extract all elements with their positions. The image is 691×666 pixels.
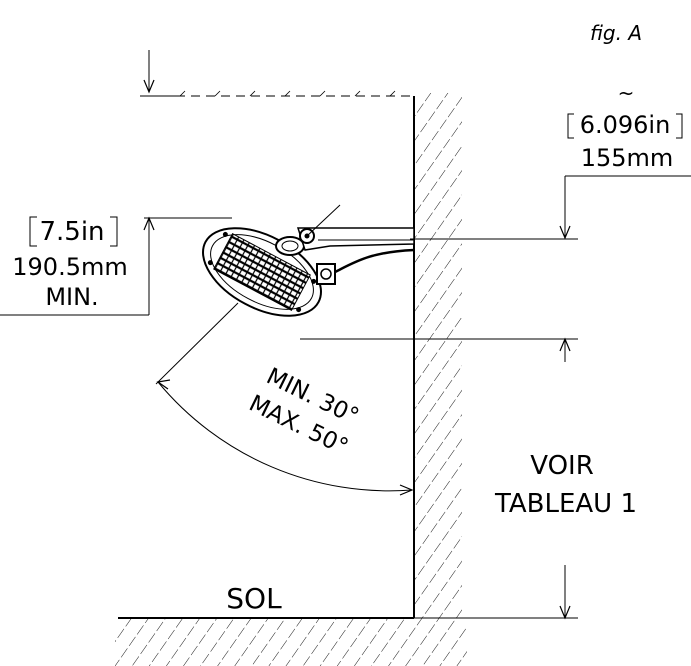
right-dimensions — [300, 175, 691, 620]
wall — [413, 93, 462, 618]
mounting-bracket — [275, 204, 415, 285]
top-dimension-mm: 155mm — [581, 144, 674, 172]
angle-label: MIN. 30° MAX. 50° — [245, 363, 363, 460]
ceiling — [176, 90, 413, 97]
left-dimension-note: MIN. — [45, 283, 98, 311]
left-dimension-inch: 7.5in — [39, 217, 104, 247]
floor-label: SOL — [226, 582, 282, 615]
min-height-dimension — [0, 50, 232, 316]
top-dimension-inch: 6.096in — [580, 111, 671, 139]
left-dimension-mm: 190.5mm — [12, 253, 127, 281]
see-table-label: VOIR TABLEAU 1 — [494, 451, 637, 519]
top-dimension-label: ~ 6.096in 155mm — [567, 81, 683, 172]
angle-arc — [155, 302, 414, 496]
see-table-line1: VOIR — [530, 451, 594, 481]
left-dimension-label: 7.5in 190.5mm MIN. — [12, 216, 128, 311]
floor — [115, 617, 467, 666]
see-table-line2: TABLEAU 1 — [494, 489, 637, 519]
figure-label: fig. A — [590, 21, 642, 45]
top-dimension-tilde: ~ — [618, 81, 635, 105]
